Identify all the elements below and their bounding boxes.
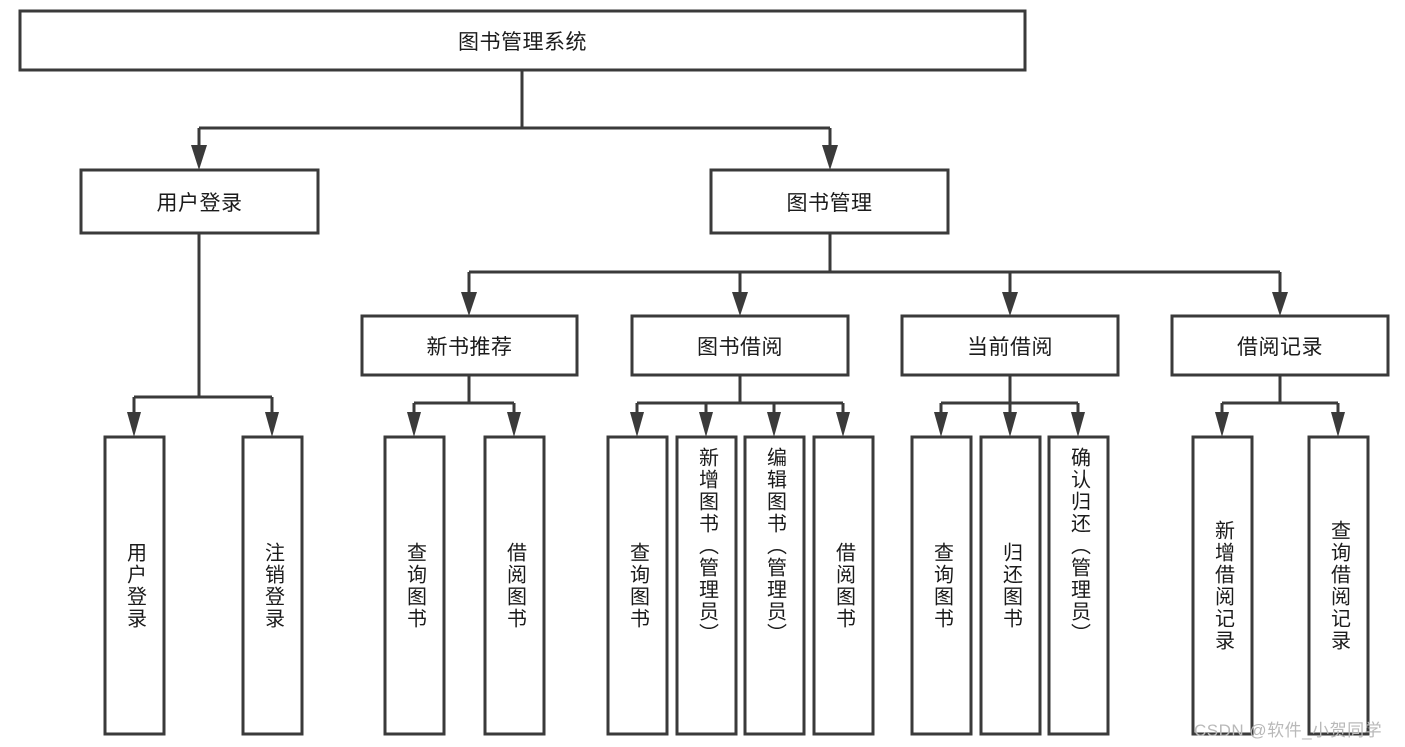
- node-box-user-login[interactable]: [79, 168, 320, 235]
- arrow-head-leaf-13: [1331, 412, 1345, 437]
- arrow-head-leaf-5: [630, 412, 644, 437]
- node-box-leaf-12[interactable]: [1191, 435, 1254, 736]
- connector-group-borrow-to-leaves: [630, 375, 850, 437]
- arrow-head-leaf-10: [1003, 412, 1017, 437]
- node-box-leaf-3[interactable]: [383, 435, 446, 736]
- node-box-leaf-13[interactable]: [1307, 435, 1370, 736]
- node-box-leaf-9[interactable]: [910, 435, 973, 736]
- connector-group-current-to-leaves: [934, 375, 1085, 437]
- arrow-head-leaf-3: [407, 412, 421, 437]
- node-box-leaf-10[interactable]: [979, 435, 1042, 736]
- node-box-leaf-1[interactable]: [103, 435, 166, 736]
- arrow-head-user-login: [191, 145, 207, 170]
- node-box-leaf-7[interactable]: [743, 435, 806, 736]
- connector-group-record-to-leaves: [1215, 375, 1345, 437]
- arrow-head-leaf-7: [767, 412, 781, 437]
- node-box-book-management[interactable]: [709, 168, 950, 235]
- arrow-head-leaf-8: [836, 412, 850, 437]
- watermark-text: CSDN @软件_小贺同学: [1194, 721, 1383, 740]
- arrow-head-leaf-1: [127, 412, 141, 437]
- node-box-leaf-4[interactable]: [483, 435, 546, 736]
- node-box-book-borrow[interactable]: [630, 314, 850, 377]
- node-box-leaf-8[interactable]: [812, 435, 875, 736]
- arrow-head-current: [1002, 292, 1018, 316]
- node-box-leaf-11[interactable]: [1047, 435, 1110, 736]
- arrow-head-newbook: [461, 292, 477, 316]
- arrow-head-leaf-2: [265, 412, 279, 437]
- connector-group-userlogin-to-leaves: [127, 233, 279, 437]
- arrow-head-leaf-11: [1071, 412, 1085, 437]
- arrow-head-leaf-4: [507, 412, 521, 437]
- arrow-head-leaf-6: [699, 412, 713, 437]
- node-box-new-book-recommend[interactable]: [360, 314, 579, 377]
- connector-group-newbook-to-leaves: [407, 375, 521, 437]
- arrow-head-record: [1272, 292, 1288, 316]
- node-box-leaf-6[interactable]: [675, 435, 738, 736]
- node-box-borrow-record[interactable]: [1170, 314, 1390, 377]
- arrow-head-leaf-12: [1215, 412, 1229, 437]
- node-box-current-borrow[interactable]: [900, 314, 1120, 377]
- node-box-leaf-2[interactable]: [241, 435, 304, 736]
- arrow-head-leaf-9: [934, 412, 948, 437]
- node-box-leaf-5[interactable]: [606, 435, 669, 736]
- arrow-head-book-mgmt: [822, 145, 838, 170]
- connector-group-root-to-level1: [191, 70, 838, 170]
- connector-group-bookmgmt-to-level2: [461, 233, 1288, 316]
- arrow-head-borrow: [732, 292, 748, 316]
- node-box-root[interactable]: [18, 9, 1027, 72]
